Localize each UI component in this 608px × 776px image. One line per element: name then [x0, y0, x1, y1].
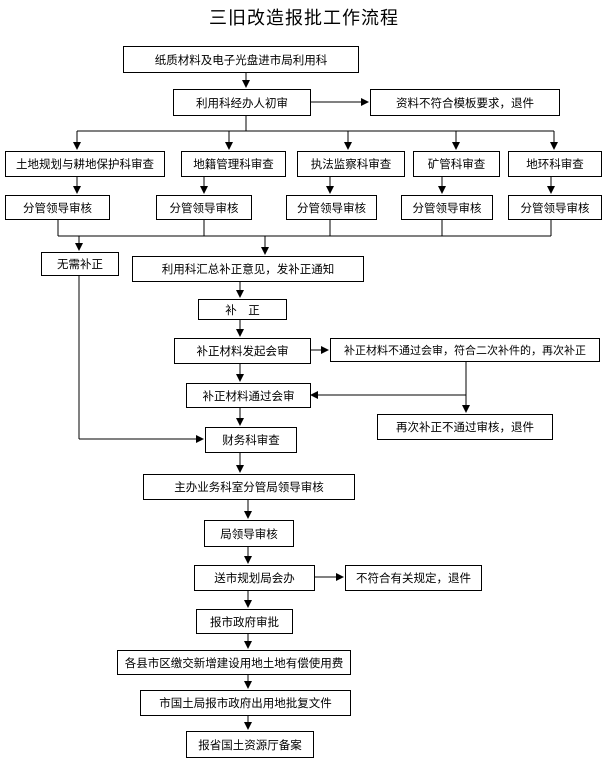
node-fee-payment: 各县市区缴交新增建设用地土地有偿使用费	[117, 650, 351, 675]
node-approval-document: 市国土局报市政府出用地批复文件	[140, 690, 351, 716]
node-initial-review: 利用科经办人初审	[173, 89, 311, 116]
page-title: 三旧改造报批工作流程	[209, 8, 399, 29]
node-reject-rules: 不符合有关规定，退件	[345, 565, 482, 591]
node-planning-meeting: 送市规划局会办	[194, 565, 315, 591]
node-dept-cadastral: 地籍管理科审查	[181, 151, 286, 177]
node-dept-mining: 矿管科审查	[413, 151, 500, 177]
node-no-supplement: 无需补正	[41, 252, 119, 276]
node-dept-environment: 地环科审查	[508, 151, 602, 177]
node-second-fail: 再次补正不通过审核，退件	[377, 414, 553, 440]
node-submit: 纸质材料及电子光盘进市局利用科	[123, 46, 359, 73]
node-joint-review: 补正材料发起会审	[174, 338, 311, 364]
node-finance-review: 财务科审查	[205, 427, 297, 453]
node-supplement: 补 正	[198, 299, 287, 320]
node-bureau-leader-review: 局领导审核	[204, 520, 294, 547]
node-leader-review-1: 分管领导审核	[5, 195, 110, 220]
node-summary-notice: 利用科汇总补正意见，发补正通知	[132, 256, 364, 282]
node-reject-template: 资料不符合模板要求，退件	[370, 89, 560, 116]
node-main-office-review: 主办业务科室分管局领导审核	[143, 474, 355, 500]
node-dept-enforcement: 执法监察科审查	[297, 151, 405, 177]
node-joint-fail: 补正材料不通过会审，符合二次补件的，再次补正	[330, 338, 600, 362]
node-leader-review-5: 分管领导审核	[508, 195, 602, 220]
node-city-approval: 报市政府审批	[196, 609, 293, 634]
node-leader-review-2: 分管领导审核	[156, 195, 252, 220]
node-leader-review-4: 分管领导审核	[401, 195, 493, 220]
node-provincial-filing: 报省国土资源厅备案	[186, 731, 314, 758]
node-joint-pass: 补正材料通过会审	[186, 383, 311, 408]
node-leader-review-3: 分管领导审核	[286, 195, 377, 220]
node-dept-land-protection: 土地规划与耕地保护科审查	[5, 151, 165, 177]
